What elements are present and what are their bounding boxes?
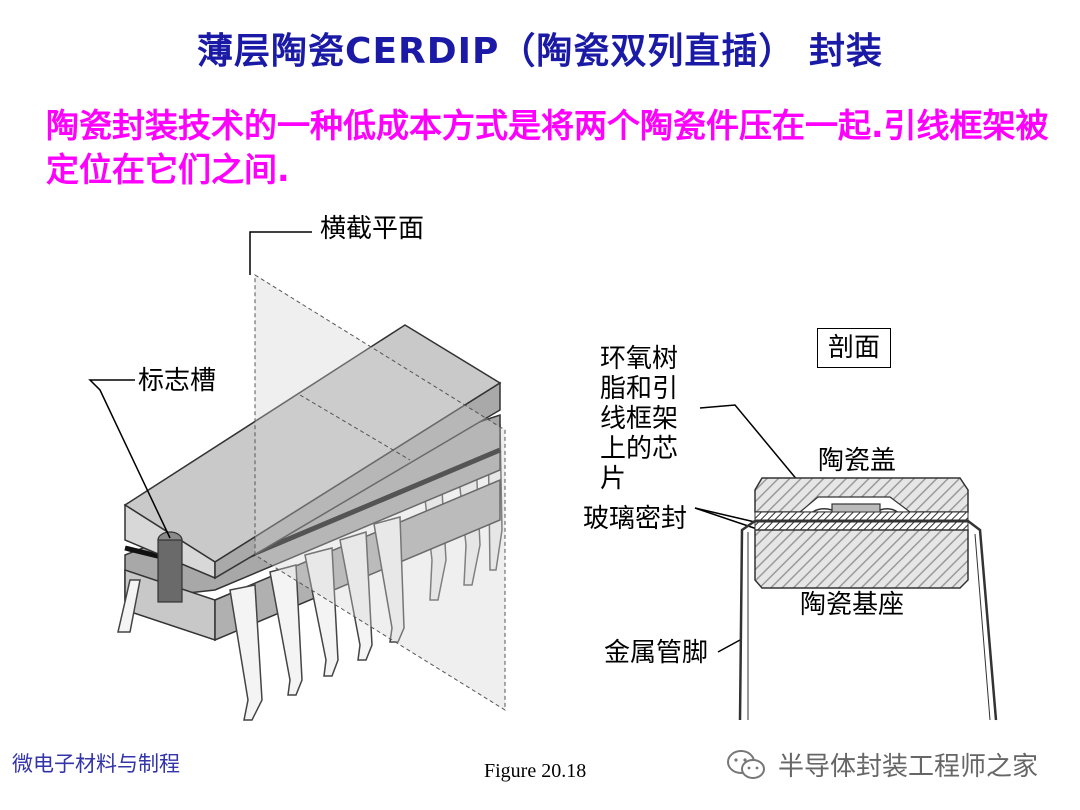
cross-section-diagram [738,477,998,721]
notch-mark [157,531,183,603]
slide-title: 薄层陶瓷CERDIP（陶瓷双列直插） 封装 [197,31,883,72]
label-glass-seal: 玻璃密封 [583,504,688,534]
label-ceramic-base: 陶瓷基座 [800,590,905,620]
front-pins [117,516,405,721]
label-cross-section-plane: 横截平面 [320,214,425,244]
label-notch: 标志槽 [138,366,217,396]
label-epoxy-chip-4: 上的芯 [600,434,679,464]
label-epoxy-chip-2: 脂和引 [600,374,679,404]
slide-subtitle: 陶瓷封装技术的一种低成本方式是将两个陶瓷件压在一起.引线框架被定位在它们之间. [46,106,1049,189]
footer-course-name: 微电子材料与制程 [12,752,180,776]
cross-section-plane [254,274,506,711]
wechat-icon [727,750,765,779]
footer-source-account: 半导体封装工程师之家 [778,752,1039,782]
label-ceramic-lid: 陶瓷盖 [818,446,897,476]
label-metal-pins: 金属管脚 [604,638,709,668]
figure-number: Figure 20.18 [484,760,587,782]
label-epoxy-chip-1: 环氧树 [600,344,679,374]
label-epoxy-chip-3: 线框架 [600,404,679,434]
label-section: 剖面 [817,328,892,368]
label-epoxy-chip-5: 片 [600,464,627,494]
